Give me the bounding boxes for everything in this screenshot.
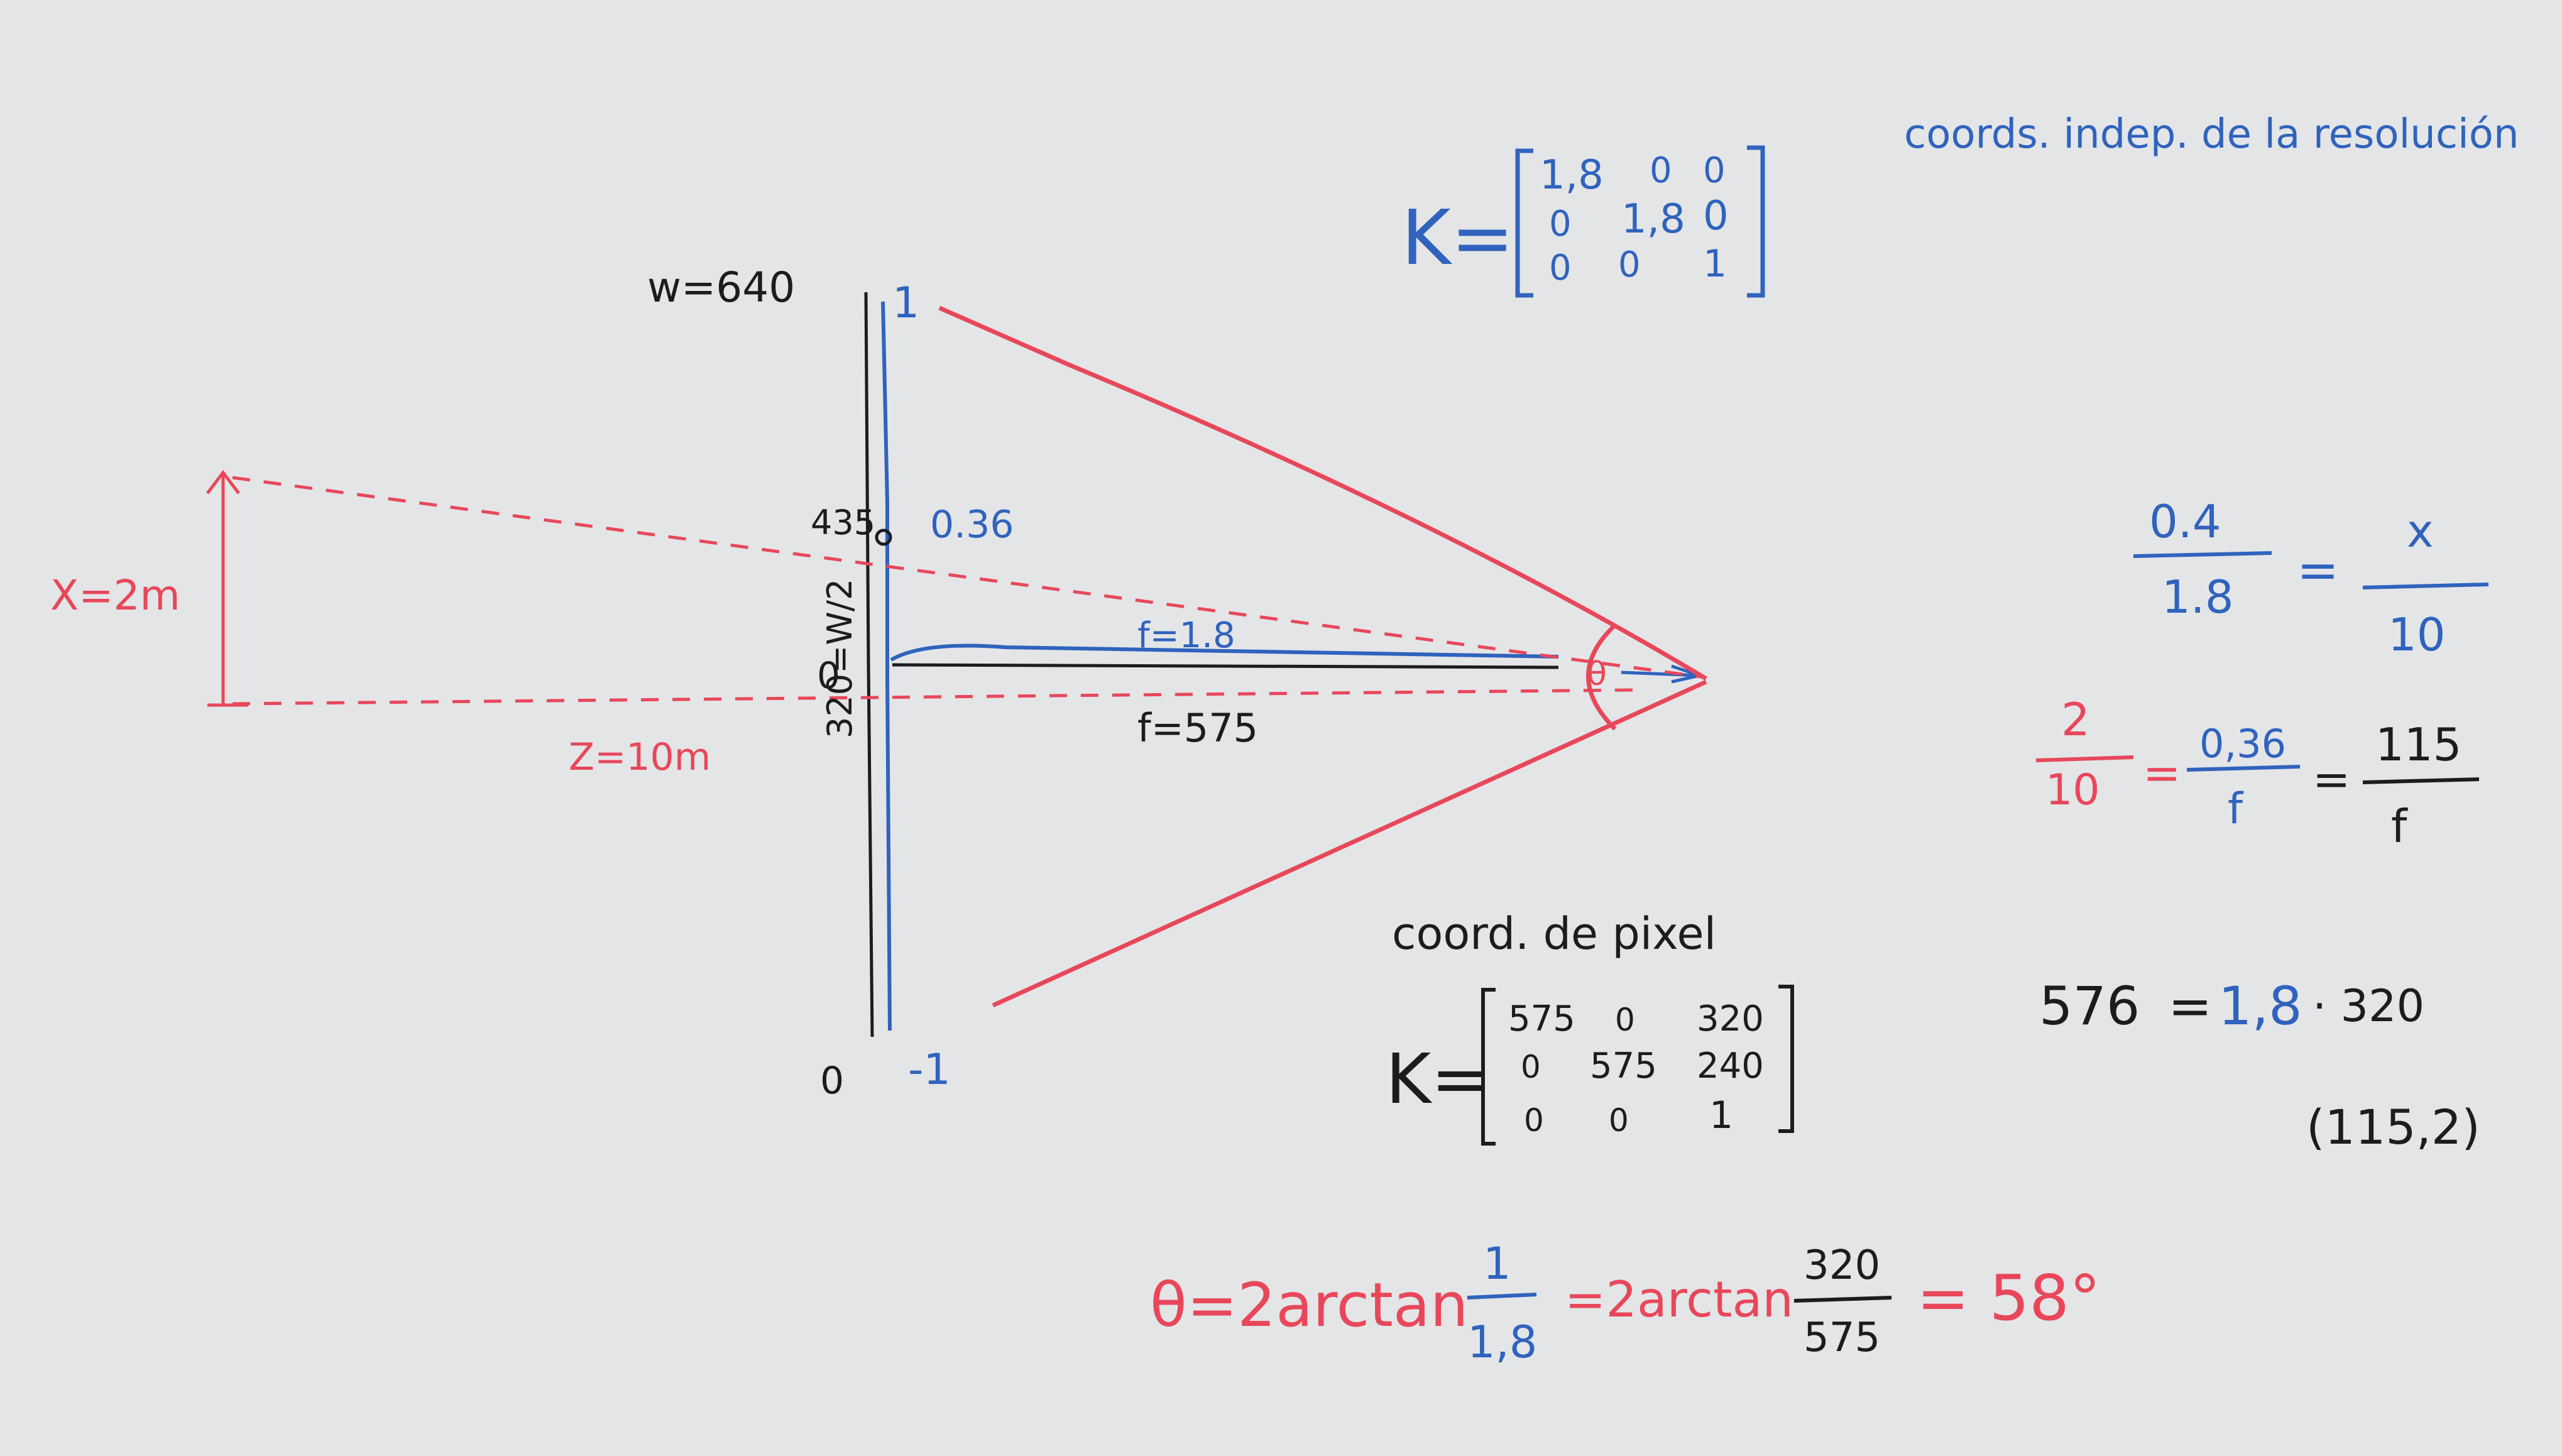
camera-diagram: w=640 435 0 320=W/2 0 1 0.36 -1 X=2m Z=1…: [50, 263, 1707, 1103]
x-distance-label: X=2m: [50, 571, 180, 620]
eq2-den-3: f: [2391, 800, 2408, 853]
x-measure-arrow: [206, 469, 248, 707]
k-norm-cell-1-0: 0: [1549, 204, 1572, 244]
k-pix-cell-0-1: 0: [1615, 1002, 1635, 1038]
resolution-note: coords. indep. de la resolución: [1904, 111, 2519, 158]
eq3-note: (115,2): [2306, 1099, 2480, 1155]
k-norm-cell-0-2: 0: [1703, 150, 1726, 191]
eq2-num-1: 2: [2061, 693, 2090, 746]
equation-2: 2 10 = 0,36 f = 115 f: [2035, 693, 2480, 853]
frustum-top-line: [938, 305, 1707, 681]
image-plane-line: [864, 292, 874, 1037]
k-norm-cell-2-1: 0: [1618, 244, 1641, 285]
eq1-den-2: 10: [2388, 608, 2446, 661]
eq1-den-1: 1.8: [2162, 571, 2234, 623]
norm-036-label: 0.36: [930, 503, 1014, 547]
k-norm-cell-2-2: 1: [1703, 242, 1727, 286]
eq2-bar-1: [2035, 755, 2134, 762]
k-matrix-pixel: coord. de pixel K= 575 0 320 0 575 240 0…: [1386, 908, 1794, 1146]
equation-1: 0.4 1.8 = x 10: [2133, 495, 2489, 661]
eq2-equals-1: =: [2143, 747, 2181, 799]
k-pixel-right-bracket: [1778, 985, 1794, 1133]
value-435-label: 435: [811, 503, 875, 542]
eq2-num-2: 0,36: [2199, 721, 2286, 767]
eq2-bar-3: [2362, 777, 2480, 784]
normalized-plane-line: [881, 301, 892, 1031]
k-matrix-pixel-lead: K=: [1386, 1039, 1489, 1119]
k-matrix-normalized: K= 1,8 0 0 0 1,8 0 0 0 1: [1401, 145, 1765, 298]
f-normalized-label: f=1.8: [1137, 615, 1235, 656]
k-norm-cell-0-0: 1,8: [1540, 152, 1604, 199]
theta-mid: =2arctan: [1565, 1272, 1793, 1328]
theta-frac1-bar: [1467, 1293, 1537, 1300]
k-norm-cell-1-2: 0: [1703, 193, 1729, 239]
f-pixel-label: f=575: [1137, 705, 1258, 751]
eq3-multiplier: · 320: [2313, 980, 2424, 1032]
k-pix-cell-0-0: 575: [1508, 999, 1575, 1039]
point-435: [875, 528, 892, 546]
k-normalized-right-bracket: [1747, 145, 1765, 298]
k-pix-cell-2-2: 1: [1709, 1093, 1733, 1137]
optical-axis-line: [892, 663, 1559, 669]
eq1-equals: =: [2297, 541, 2339, 599]
k-normalized-left-bracket: [1515, 148, 1533, 298]
k-pix-cell-2-0: 0: [1524, 1102, 1544, 1139]
eq2-equals-2: =: [2313, 753, 2350, 806]
ray-bottom-dashed: [232, 688, 1634, 706]
w-label: w=640: [647, 263, 795, 312]
theta-frac1-num: 1: [1483, 1238, 1511, 1289]
k-pix-cell-2-1: 0: [1609, 1102, 1629, 1139]
theta-lhs: θ=2arctan: [1150, 1270, 1469, 1340]
eq1-bar-1: [2133, 551, 2272, 558]
theta-frac2-bar: [1793, 1296, 1892, 1303]
bottom-zero-label: 0: [820, 1059, 844, 1103]
theta-frac2-den: 575: [1804, 1315, 1880, 1361]
k-pix-cell-0-2: 320: [1697, 999, 1764, 1039]
ray-top-dashed: [232, 476, 1707, 679]
eq1-num-2: x: [2407, 505, 2434, 557]
k-pix-cell-1-0: 0: [1521, 1049, 1541, 1085]
equation-3: 576 = 1,8 · 320 (115,2): [2039, 975, 2480, 1155]
focal-length-normalized-line: [890, 643, 1559, 662]
eq3-equals: =: [2168, 975, 2212, 1037]
eq1-num-1: 0.4: [2149, 495, 2221, 548]
theta-result: = 58°: [1917, 1261, 2101, 1335]
eq2-num-3: 115: [2375, 718, 2461, 771]
eq3-factor: 1,8: [2218, 975, 2302, 1037]
eq2-bar-2: [2186, 765, 2301, 772]
theta-frac2-num: 320: [1804, 1242, 1880, 1289]
k-matrix-normalized-lead: K=: [1401, 195, 1514, 282]
eq1-bar-2: [2362, 583, 2489, 589]
norm-bottom-label: -1: [908, 1045, 951, 1095]
k-pix-cell-1-1: 575: [1590, 1046, 1657, 1087]
theta-arc: [1586, 623, 1617, 731]
k-norm-cell-0-1: 0: [1650, 150, 1672, 191]
k-norm-cell-2-0: 0: [1549, 248, 1572, 288]
z-distance-label: Z=10m: [569, 735, 711, 779]
k-norm-cell-1-1: 1,8: [1621, 196, 1685, 243]
k-pix-cell-1-2: 240: [1697, 1046, 1764, 1087]
frustum-bottom-line: [992, 679, 1707, 1008]
theta-formula: θ=2arctan 1 1,8 =2arctan 320 575 = 58°: [1150, 1238, 2101, 1368]
w-half-axis-label: 320=W/2: [820, 579, 860, 738]
pixel-coords-title: coord. de pixel: [1392, 908, 1716, 960]
eq2-den-2: f: [2228, 784, 2244, 834]
value-0-label: 0: [817, 654, 840, 697]
theta-frac1-den: 1,8: [1467, 1316, 1537, 1368]
theta-label: θ: [1587, 655, 1607, 693]
k-pixel-left-bracket: [1481, 988, 1496, 1146]
norm-top-label: 1: [892, 278, 919, 328]
eq3-lhs: 576: [2039, 975, 2140, 1037]
eq2-den-1: 10: [2045, 765, 2100, 815]
